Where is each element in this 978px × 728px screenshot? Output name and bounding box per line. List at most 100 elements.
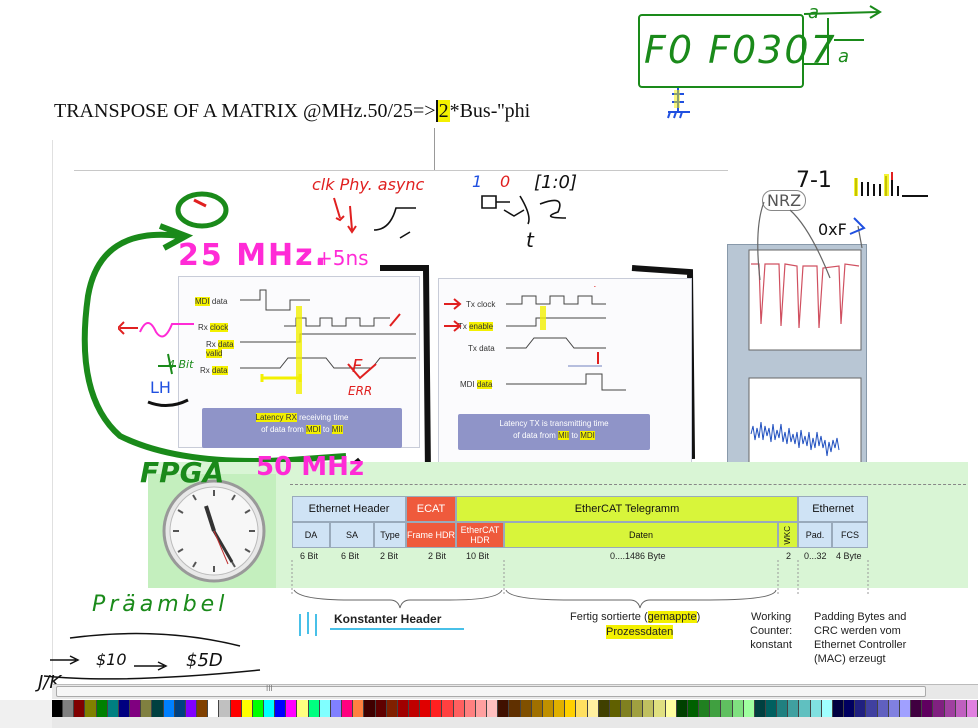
palette-swatch[interactable]: [832, 700, 845, 717]
palette-swatch[interactable]: [442, 700, 454, 717]
palette-swatch[interactable]: [308, 700, 320, 717]
palette-swatch[interactable]: [531, 700, 543, 717]
palette-swatch[interactable]: [275, 700, 287, 717]
palette-swatch[interactable]: [665, 700, 677, 717]
palette-swatch[interactable]: [464, 700, 476, 717]
palette-swatch[interactable]: [922, 700, 934, 717]
sa-cell: SA: [330, 522, 374, 548]
palette-swatch[interactable]: [966, 700, 978, 717]
palette-swatch[interactable]: [788, 700, 800, 717]
latch-sketch-icon: [481, 195, 567, 225]
palette-swatch[interactable]: [487, 700, 499, 717]
palette-swatch[interactable]: [297, 700, 309, 717]
palette-swatch[interactable]: [342, 700, 354, 717]
scope-connector-icon: [757, 201, 866, 281]
palette-swatch[interactable]: [877, 700, 889, 717]
palette-swatch[interactable]: [174, 700, 186, 717]
palette-swatch[interactable]: [933, 700, 945, 717]
palette-swatch[interactable]: [888, 700, 900, 717]
palette-swatch[interactable]: [821, 700, 833, 717]
freq-50-note: 50 MHz: [256, 452, 364, 482]
palette-swatch[interactable]: [620, 700, 633, 717]
palette-swatch[interactable]: [197, 700, 209, 717]
dollar5d-note: $5D: [186, 650, 223, 671]
palette-swatch[interactable]: [230, 700, 242, 717]
palette-swatch[interactable]: [810, 700, 822, 717]
rx-waveforms: [240, 289, 416, 394]
palette-swatch[interactable]: [263, 700, 276, 717]
palette-swatch[interactable]: [766, 700, 778, 717]
palette-swatch[interactable]: [63, 700, 75, 717]
palette-swatch[interactable]: [152, 700, 164, 717]
palette-swatch[interactable]: [955, 700, 967, 717]
palette-swatch[interactable]: [96, 700, 108, 717]
palette-swatch[interactable]: [844, 700, 856, 717]
palette-swatch[interactable]: [899, 700, 912, 717]
palette-swatch[interactable]: [498, 700, 510, 717]
palette-swatch[interactable]: [654, 700, 666, 717]
palette-swatch[interactable]: [185, 700, 198, 717]
palette-swatch[interactable]: [208, 700, 220, 717]
one-note: 1: [472, 172, 483, 191]
palette-swatch[interactable]: [319, 700, 331, 717]
palette-swatch[interactable]: [241, 700, 253, 717]
palette-swatch[interactable]: [710, 700, 722, 717]
palette-swatch[interactable]: [141, 700, 153, 717]
palette-swatch[interactable]: [107, 700, 119, 717]
palette-swatch[interactable]: [431, 700, 443, 717]
scope-traces: [748, 249, 862, 475]
palette-swatch[interactable]: [364, 700, 376, 717]
palette-swatch[interactable]: [130, 700, 142, 717]
palette-swatch[interactable]: [732, 700, 744, 717]
palette-swatch[interactable]: [643, 700, 655, 717]
palette-swatch[interactable]: [74, 700, 86, 717]
palette-swatch[interactable]: [542, 700, 555, 717]
palette-swatch[interactable]: [520, 700, 532, 717]
palette-swatch[interactable]: [699, 700, 711, 717]
palette-swatch[interactable]: [475, 700, 488, 717]
palette-swatch[interactable]: [252, 700, 264, 717]
nrz-note: NRZ: [762, 190, 807, 211]
palette-swatch[interactable]: [598, 700, 610, 717]
palette-swatch[interactable]: [509, 700, 521, 717]
palette-swatch[interactable]: [353, 700, 365, 717]
palette-swatch[interactable]: [866, 700, 878, 717]
palette-swatch[interactable]: [219, 700, 231, 717]
palette-swatch[interactable]: [554, 700, 566, 717]
wkc-cell: WKC: [778, 522, 798, 548]
palette-swatch[interactable]: [118, 700, 131, 717]
palette-swatch[interactable]: [687, 700, 700, 717]
palette-swatch[interactable]: [754, 700, 766, 717]
palette-swatch[interactable]: [397, 700, 409, 717]
palette-swatch[interactable]: [576, 700, 588, 717]
palette-swatch[interactable]: [587, 700, 599, 717]
palette-swatch[interactable]: [609, 700, 621, 717]
palette-swatch[interactable]: [777, 700, 789, 717]
palette-swatch[interactable]: [85, 700, 97, 717]
palette-swatch[interactable]: [420, 700, 432, 717]
palette-swatch[interactable]: [286, 700, 298, 717]
palette-swatch[interactable]: [855, 700, 867, 717]
palette-swatch[interactable]: [721, 700, 733, 717]
konstanter-underline: [330, 628, 464, 630]
palette-swatch[interactable]: [911, 700, 923, 717]
seven-one-note: 7-1: [796, 168, 832, 193]
scrollbar-thumb[interactable]: [56, 686, 926, 697]
palette-swatch[interactable]: [565, 700, 577, 717]
palette-swatch[interactable]: [409, 700, 421, 717]
palette-swatch[interactable]: [386, 700, 398, 717]
palette-swatch[interactable]: [375, 700, 387, 717]
palette-swatch[interactable]: [453, 700, 465, 717]
scrollbar-grip: III: [266, 684, 273, 693]
palette-swatch[interactable]: [330, 700, 343, 717]
palette-swatch[interactable]: [52, 700, 64, 717]
palette-swatch[interactable]: [163, 700, 175, 717]
palette-swatch[interactable]: [632, 700, 644, 717]
palette-swatch[interactable]: [944, 700, 956, 717]
palette-swatch[interactable]: [676, 700, 688, 717]
color-palette[interactable]: [52, 700, 978, 717]
tx-waveforms: [506, 286, 626, 391]
palette-swatch[interactable]: [743, 700, 755, 717]
palette-swatch[interactable]: [799, 700, 811, 717]
